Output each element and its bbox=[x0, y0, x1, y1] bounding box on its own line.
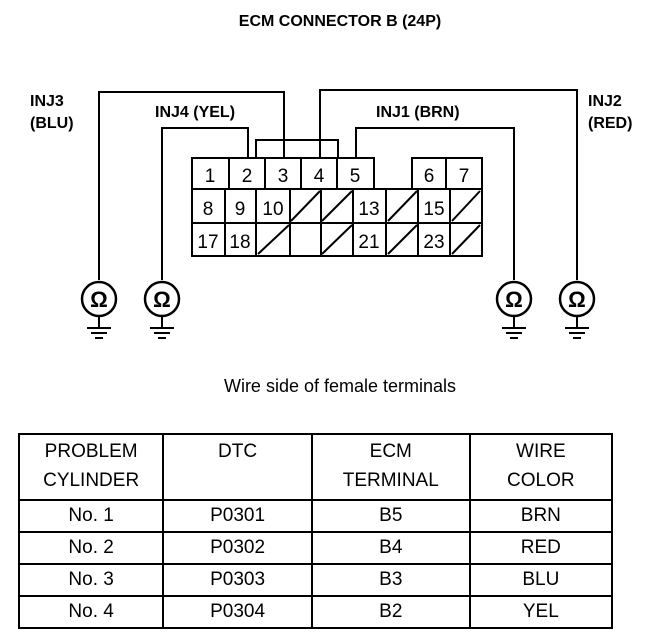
wire-inj1-brn bbox=[355, 127, 515, 280]
cell-cylinder: No. 4 bbox=[17, 595, 165, 629]
cell-terminal: B3 bbox=[310, 563, 471, 597]
header-line: CYLINDER bbox=[43, 470, 140, 491]
pin-4: 4 bbox=[314, 166, 325, 187]
inj3-color: (BLU) bbox=[30, 115, 74, 132]
wire-inj2-red bbox=[319, 89, 578, 158]
ohmmeter-inj3: Ω bbox=[80, 280, 118, 339]
pin-10: 10 bbox=[262, 199, 283, 220]
cell-wire-color: YEL bbox=[468, 595, 614, 629]
cell-cylinder: No. 1 bbox=[17, 499, 165, 533]
cell-cylinder: No. 2 bbox=[17, 531, 165, 565]
cell-wire-color: RED bbox=[468, 531, 614, 565]
wire-bridge bbox=[255, 139, 339, 158]
cell-wire-color: BLU bbox=[468, 563, 614, 597]
diagram-title: ECM CONNECTOR B (24P) bbox=[239, 13, 441, 30]
ohmmeter-inj2: Ω bbox=[558, 280, 596, 339]
empty-cavity-marks bbox=[257, 190, 481, 255]
connector-diagram: ECM CONNECTOR B (24P) bbox=[30, 13, 632, 396]
pin-labels: 1 2 3 4 5 6 7 8 9 10 13 15 17 18 21 23 bbox=[197, 166, 469, 253]
inj2-color: (RED) bbox=[588, 115, 632, 132]
ohm-icon: Ω bbox=[505, 287, 523, 312]
ohmmeter-inj4: Ω bbox=[143, 280, 181, 339]
pin-1: 1 bbox=[205, 166, 216, 187]
wires bbox=[98, 89, 578, 280]
cell-dtc: P0304 bbox=[162, 595, 313, 629]
header-line: COLOR bbox=[507, 470, 575, 491]
header-line: DTC bbox=[218, 441, 258, 462]
pin-15: 15 bbox=[423, 199, 444, 220]
ohm-icon: Ω bbox=[568, 287, 586, 312]
table-row: No. 2 P0302 B4 RED bbox=[17, 531, 614, 565]
ohm-icon: Ω bbox=[90, 287, 108, 312]
wire-inj4-yel bbox=[161, 127, 249, 280]
cell-wire-color: BRN bbox=[468, 499, 614, 533]
pin-9: 9 bbox=[235, 199, 246, 220]
header-line: PROBLEM bbox=[44, 441, 138, 462]
table-row: No. 1 P0301 B5 BRN bbox=[17, 499, 614, 533]
inj4-label: INJ4 (YEL) bbox=[155, 104, 235, 121]
cell-terminal: B5 bbox=[310, 499, 471, 533]
pin-6: 6 bbox=[424, 166, 435, 187]
pin-5: 5 bbox=[350, 166, 361, 187]
cell-cylinder: No. 3 bbox=[17, 563, 165, 597]
table-header-row: PROBLEM CYLINDER DTC ECM TERMINAL WIRE COLO… bbox=[17, 433, 614, 501]
header-problem-cylinder: PROBLEM CYLINDER bbox=[17, 433, 165, 501]
header-line: ECM bbox=[369, 441, 412, 462]
ohmmeter-inj1: Ω bbox=[495, 280, 533, 339]
cell-dtc: P0303 bbox=[162, 563, 313, 597]
pin-23: 23 bbox=[423, 232, 444, 253]
pin-7: 7 bbox=[459, 166, 470, 187]
cell-terminal: B4 bbox=[310, 531, 471, 565]
pin-8: 8 bbox=[203, 199, 214, 220]
cell-dtc: P0302 bbox=[162, 531, 313, 565]
pin-18: 18 bbox=[229, 232, 250, 253]
table-row: No. 4 P0304 B2 YEL bbox=[17, 595, 614, 629]
wire-inj3-blu bbox=[98, 91, 285, 158]
inj2-label: INJ2 bbox=[588, 93, 622, 110]
cell-terminal: B2 bbox=[310, 595, 471, 629]
pin-3: 3 bbox=[278, 166, 289, 187]
connector-key-gap bbox=[291, 224, 320, 255]
dtc-table: PROBLEM CYLINDER DTC ECM TERMINAL WIRE COLO… bbox=[17, 433, 614, 629]
cell-dtc: P0301 bbox=[162, 499, 313, 533]
connector-b bbox=[191, 157, 483, 257]
table-row: No. 3 P0303 B3 BLU bbox=[17, 563, 614, 597]
header-wire-color: WIRE COLOR bbox=[468, 433, 614, 501]
pin-2: 2 bbox=[242, 166, 253, 187]
header-dtc: DTC bbox=[162, 433, 313, 501]
pin-17: 17 bbox=[197, 232, 218, 253]
pin-21: 21 bbox=[358, 232, 379, 253]
ohm-icon: Ω bbox=[153, 287, 171, 312]
inj1-label: INJ1 (BRN) bbox=[376, 104, 460, 121]
header-line: TERMINAL bbox=[342, 470, 439, 491]
diagram-caption: Wire side of female terminals bbox=[224, 376, 456, 396]
header-ecm-terminal: ECM TERMINAL bbox=[310, 433, 471, 501]
inj3-label: INJ3 bbox=[30, 93, 64, 110]
header-line: WIRE bbox=[516, 441, 566, 462]
pin-13: 13 bbox=[358, 199, 379, 220]
